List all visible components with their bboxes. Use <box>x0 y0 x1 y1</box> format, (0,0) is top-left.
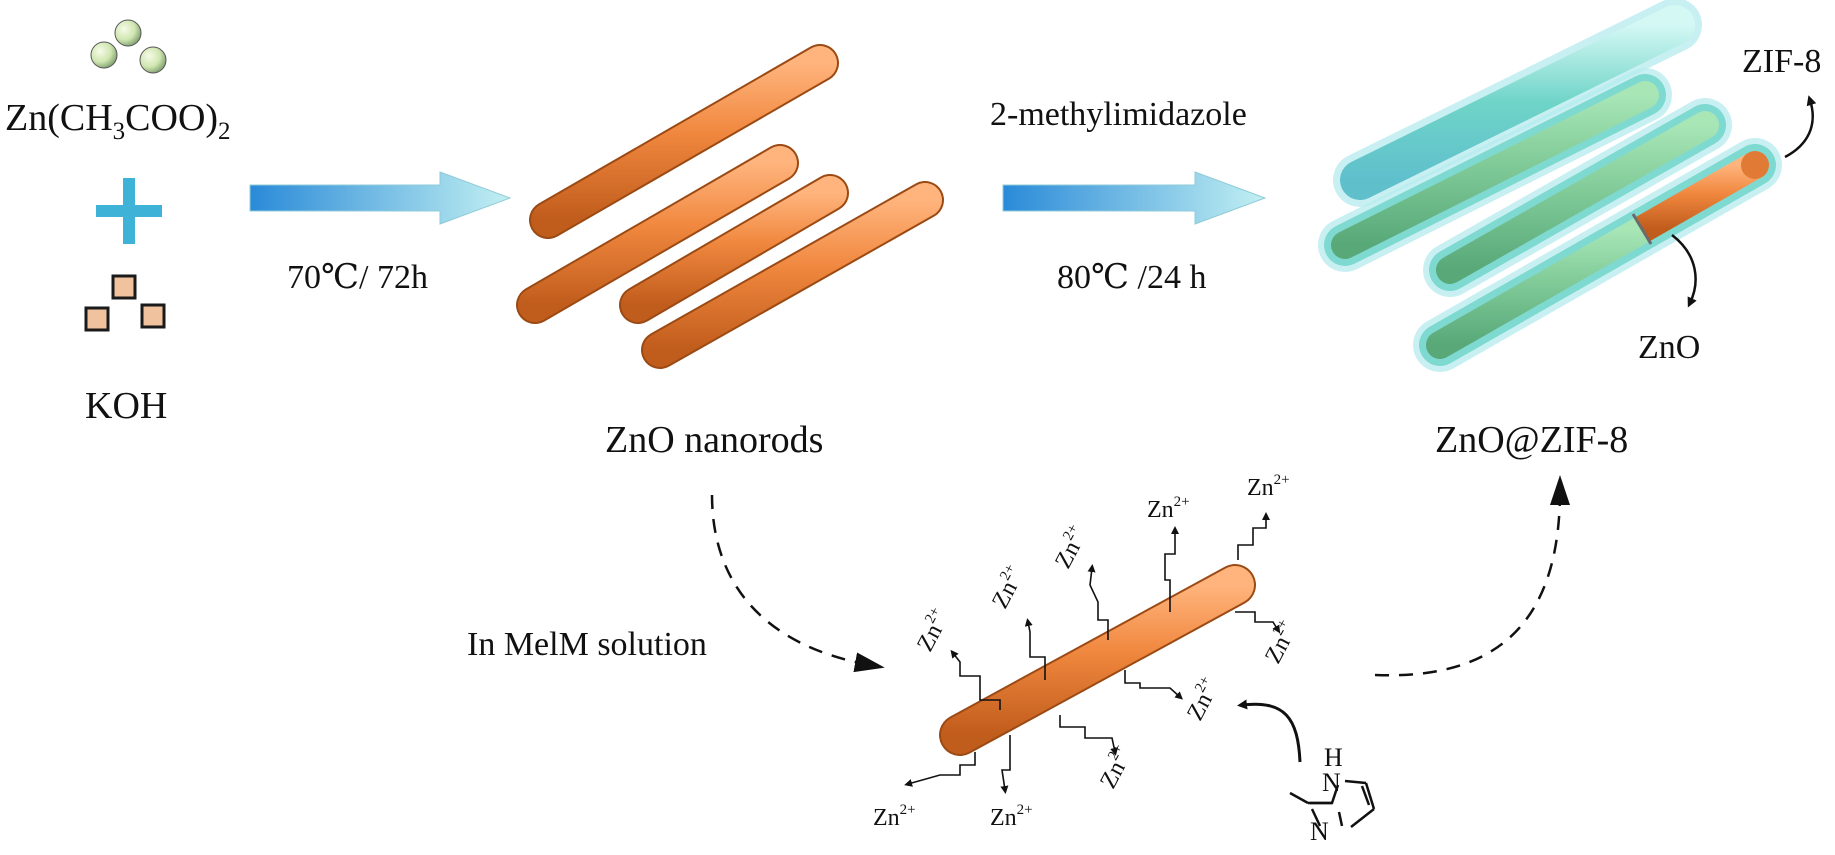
dashed-arrow-into-solution <box>710 494 885 673</box>
zno-zif8-label: ZnO@ZIF-8 <box>1435 419 1628 461</box>
step1-condition-label: 70℃/ 72h <box>287 259 428 296</box>
zn-ion-label: Zn2+ <box>990 802 1033 831</box>
zn-ion-label: Zn2+ <box>985 562 1031 613</box>
zn-ion-label: Zn2+ <box>1247 472 1290 501</box>
zif8-callout-arrow <box>1784 95 1817 159</box>
step2-reagent-label: 2-methylimidazole <box>990 96 1247 133</box>
zno-nanorods <box>516 44 944 369</box>
zn-ion-label: Zn2+ <box>1258 617 1304 668</box>
melm-solution-label: In MelM solution <box>467 626 707 663</box>
step2-arrow <box>1002 171 1267 225</box>
koh-cubes <box>84 274 166 332</box>
zno-callout-arrow <box>1671 234 1697 308</box>
imidazole-nh-n: N <box>1322 768 1341 797</box>
zinc-acetate-spheres <box>90 19 167 74</box>
plus-sign <box>96 178 162 244</box>
koh-label: KOH <box>85 385 167 427</box>
zn-ion-label: Zn2+ <box>1180 674 1226 725</box>
step1-arrow <box>249 171 512 225</box>
imidazole-attack-arrow <box>1237 699 1302 763</box>
dashed-arrow-to-product <box>1374 475 1570 677</box>
step2-condition-label: 80℃ /24 h <box>1057 259 1206 296</box>
imidazole-nh-h: H <box>1324 743 1343 772</box>
zn-ion-label: Zn2+ <box>1048 522 1094 573</box>
zno-nanorods-label: ZnO nanorods <box>605 419 823 461</box>
zn-ion-label: Zn2+ <box>873 802 916 831</box>
imidazole-n: N <box>1310 817 1329 846</box>
zif8-callout-label: ZIF-8 <box>1742 43 1821 80</box>
zno-callout-label: ZnO <box>1638 329 1700 366</box>
zno-zif8-rods <box>1318 0 1782 372</box>
zn-ion-label: Zn2+ <box>1147 494 1190 523</box>
nanorod-with-zn-ions <box>904 512 1281 794</box>
imidazole-structure: N H N <box>1289 743 1376 846</box>
zn-ion-label: Zn2+ <box>910 605 956 656</box>
zinc-acetate-label: Zn(CH3COO)2 <box>5 97 231 145</box>
zn-ion-label: Zn2+ <box>1093 742 1139 793</box>
